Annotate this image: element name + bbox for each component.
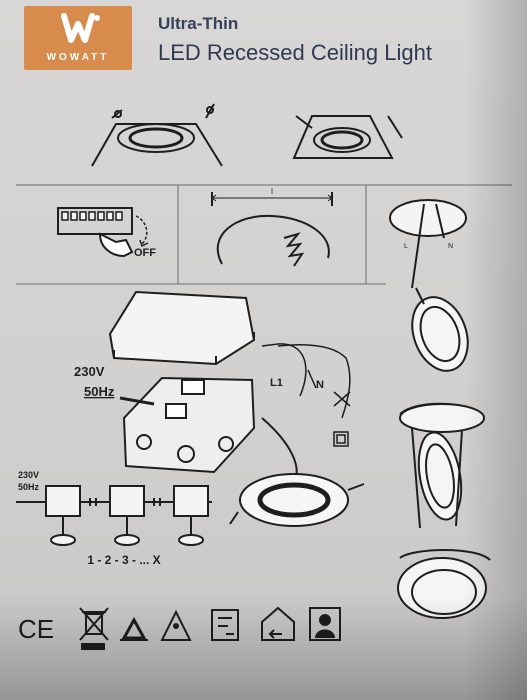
certification-row: CE xyxy=(18,606,341,650)
square-downlight-top xyxy=(292,115,403,159)
w-logo-icon xyxy=(61,13,100,43)
tools-instruction-icon xyxy=(211,609,239,641)
wire-n-label: N xyxy=(448,243,453,250)
installation-diagram: OFF l L N xyxy=(16,103,512,650)
product-title: LED Recessed Ceiling Light xyxy=(158,40,432,65)
wire-l-label: L xyxy=(404,243,408,250)
square-panel xyxy=(108,290,256,366)
weee-bin-icon xyxy=(79,607,109,650)
voltage-label: 230V xyxy=(74,364,105,379)
junction-l1-label: L1 xyxy=(270,377,283,389)
qualified-electrician-icon xyxy=(309,607,341,641)
brand-name: WOWATT xyxy=(46,52,110,63)
recycle-icon xyxy=(120,616,148,641)
chain-voltage-label: 230V xyxy=(18,470,39,480)
ceiling-cutout-illustration xyxy=(211,192,333,267)
ce-mark-icon: CE xyxy=(18,614,54,644)
round-downlight-top xyxy=(91,103,223,167)
cutout-width-label: l xyxy=(271,187,273,196)
chain-frequency-label: 50Hz xyxy=(18,482,40,492)
product-subtitle: Ultra-Thin xyxy=(158,14,239,33)
wiring-schematic xyxy=(261,343,351,447)
chain-sequence-label: 1 - 2 - 3 - ... X xyxy=(87,553,160,567)
downlight-with-cable xyxy=(229,417,365,527)
ceiling-hole-wires xyxy=(389,199,467,289)
breaker-off-illustration: OFF xyxy=(57,207,156,259)
install-step-springs xyxy=(399,402,485,529)
indoor-use-icon xyxy=(261,606,295,641)
hand-icon xyxy=(98,232,134,258)
install-step-insert xyxy=(411,287,469,372)
junction-n-label: N xyxy=(316,379,324,391)
section-dividers xyxy=(16,184,512,285)
install-step-complete xyxy=(397,549,491,619)
brand-logo: WOWATT xyxy=(24,6,132,70)
frequency-label: 50Hz xyxy=(84,384,115,399)
voltage-arrow-icon xyxy=(119,396,155,406)
off-label: OFF xyxy=(134,247,156,259)
driver-chain xyxy=(16,485,212,546)
warning-installer-icon xyxy=(160,609,192,641)
junction-box xyxy=(122,376,256,474)
